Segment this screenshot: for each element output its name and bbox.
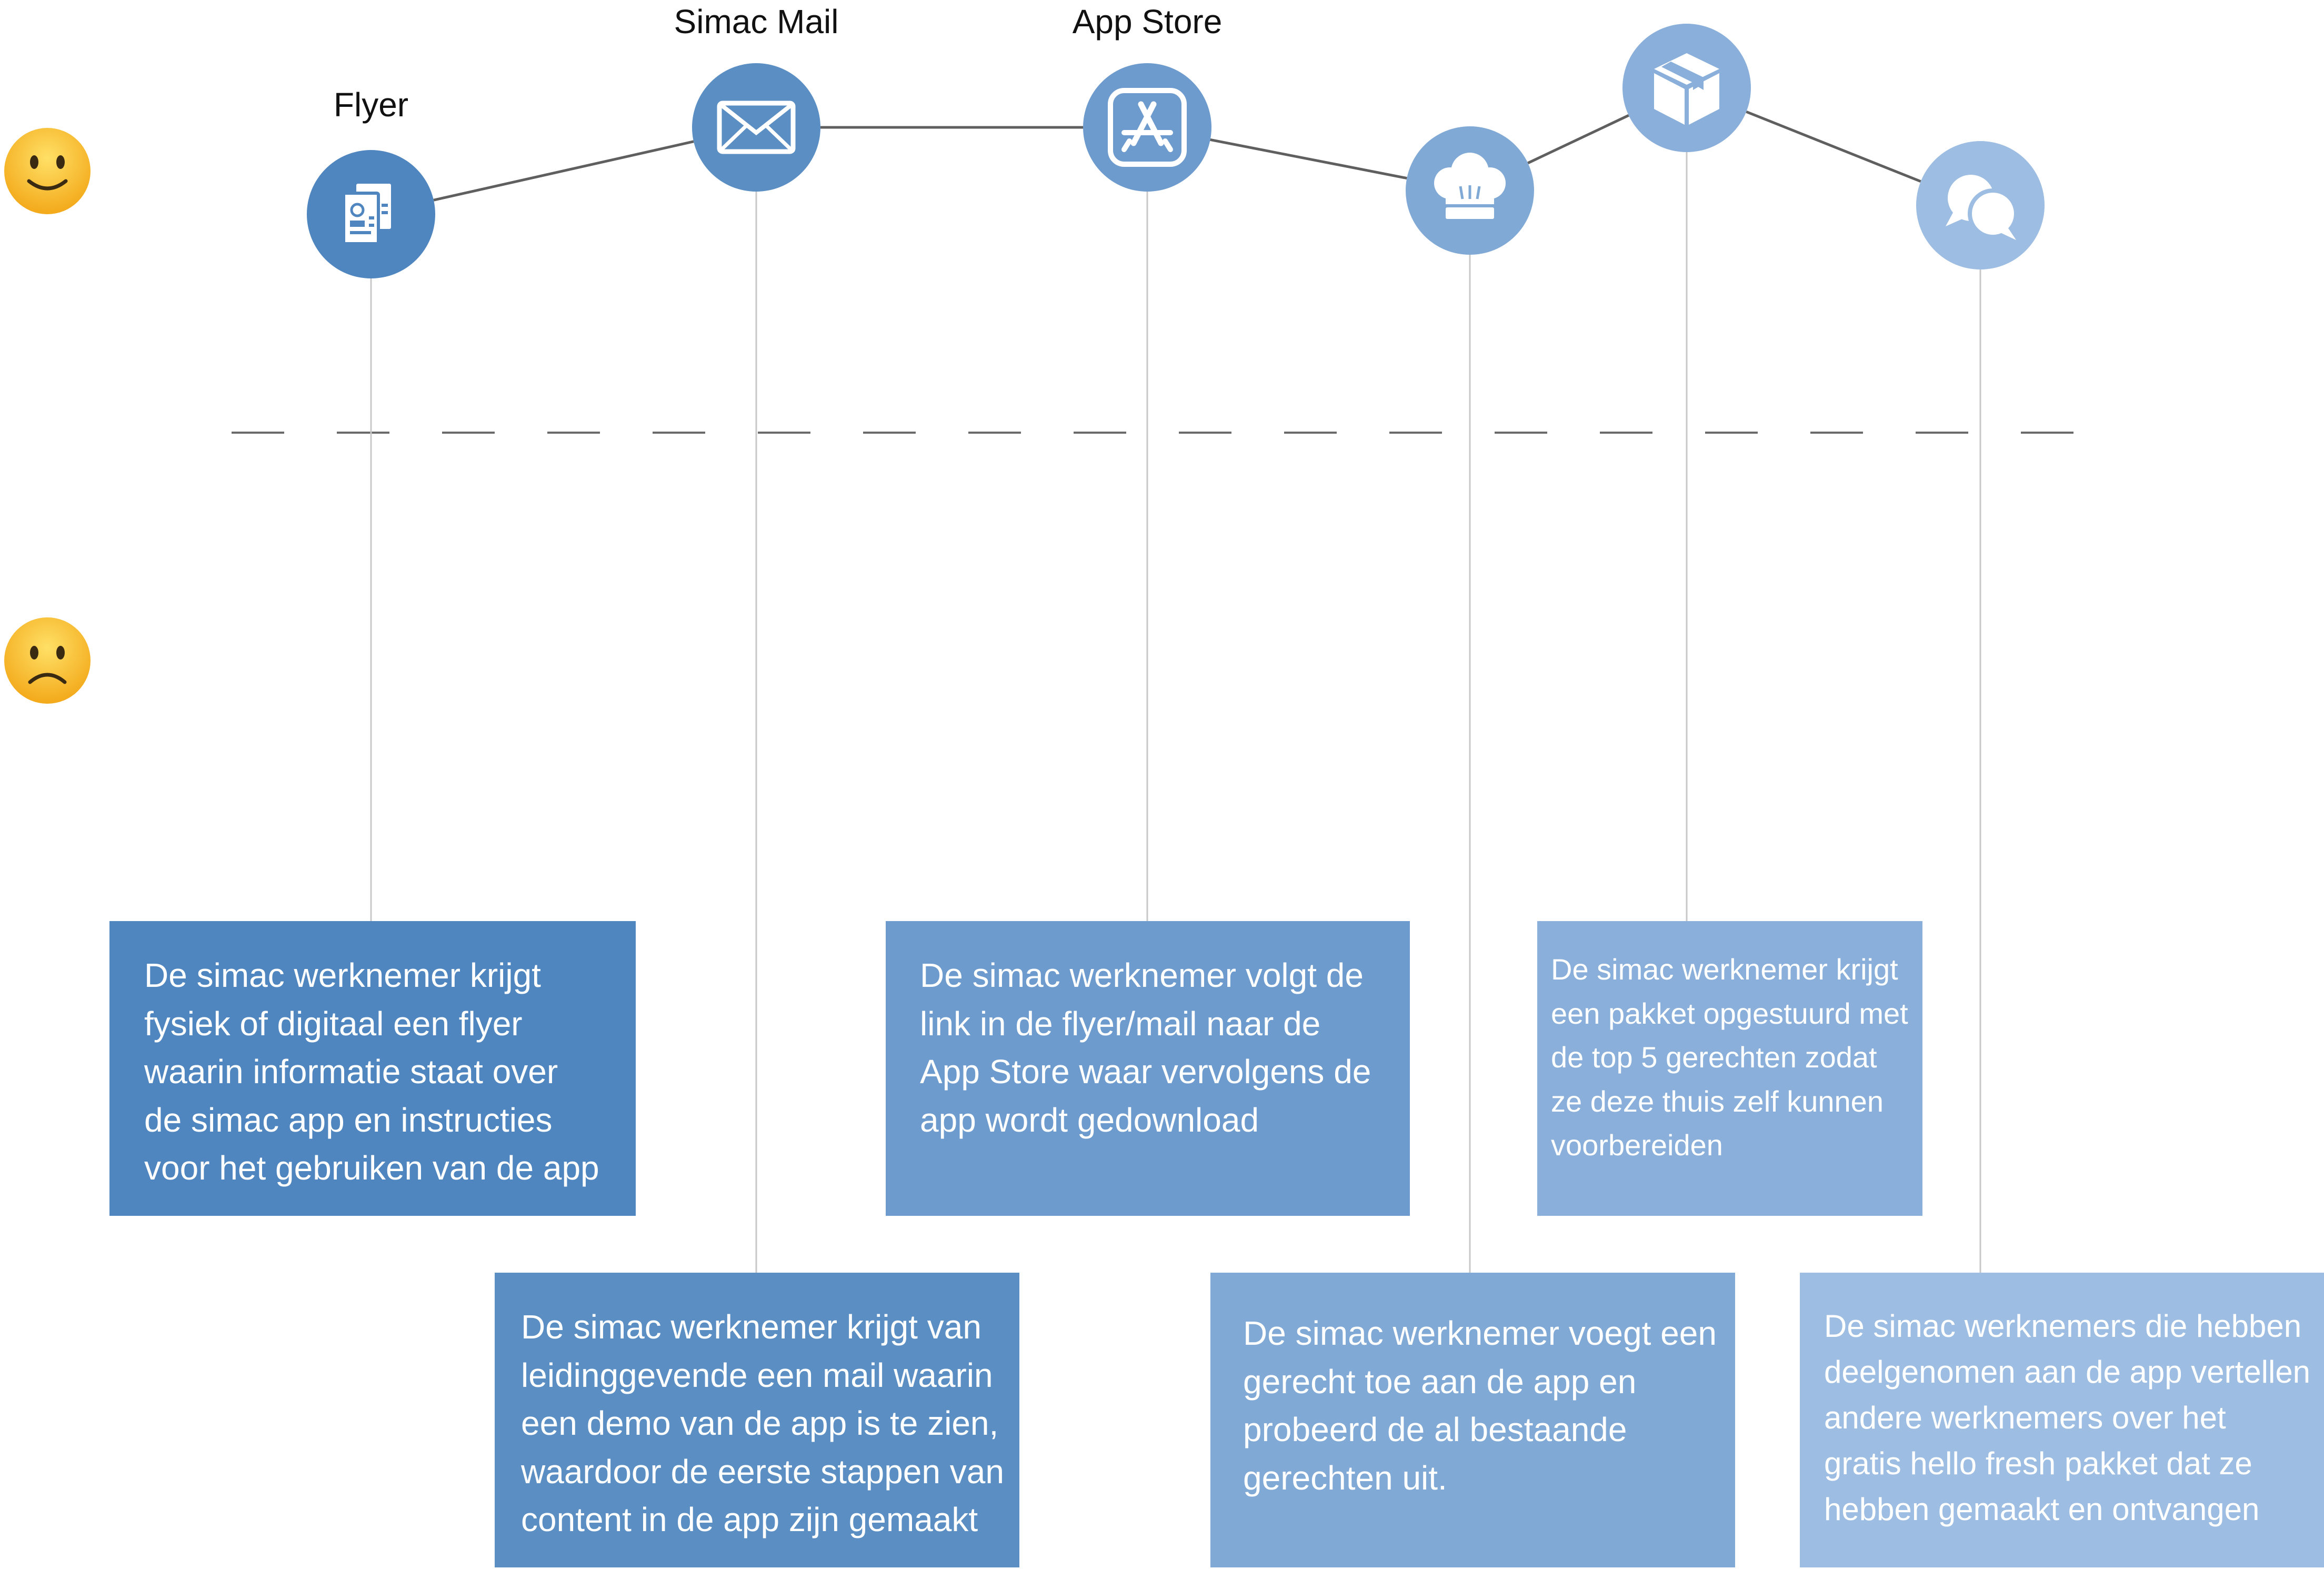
description-line: De simac werknemer krijgt — [144, 956, 541, 994]
flyer-label: Flyer — [333, 86, 409, 124]
description-line: De simac werknemer krijgt van — [521, 1308, 981, 1346]
package-box-icon — [1654, 53, 1719, 125]
description-line: De simac werknemer voegt een — [1243, 1314, 1717, 1352]
mail-description-box: De simac werknemer krijgt van leidinggeve… — [495, 1273, 1019, 1567]
description-line: app wordt gedownload — [920, 1101, 1259, 1139]
flyer-description-box: De simac werknemer krijgt fysiek of digit… — [109, 921, 636, 1216]
journey-path-segment — [1210, 138, 1407, 180]
description-line: De simac werknemer volgt de — [920, 956, 1364, 994]
recipe-node — [1406, 126, 1534, 255]
description-line: voorbereiden — [1551, 1128, 1723, 1162]
appstore-label: App Store — [1072, 3, 1223, 41]
recipe-description-box: De simac werknemer voegt een gerecht toe … — [1210, 1273, 1735, 1567]
chef-hat-icon — [1434, 153, 1506, 219]
description-line: ze deze thuis zelf kunnen — [1551, 1084, 1884, 1118]
description-line: gratis hello fresh pakket dat ze — [1824, 1446, 2252, 1481]
description-line: de simac app en instructies — [144, 1101, 553, 1139]
mail-icon — [717, 101, 796, 154]
share-node — [1916, 141, 2045, 269]
description-line: link in de flyer/mail naar de — [920, 1004, 1321, 1043]
description-line: voor het gebruiken van de app — [144, 1149, 599, 1187]
description-line: leidinggevende een mail waarin — [521, 1356, 993, 1394]
description-line: deelgenomen aan de app vertellen — [1824, 1354, 2311, 1390]
mail-node — [692, 63, 820, 192]
app-store-icon — [1108, 88, 1187, 167]
description-line: hebben gemaakt en ontvangen — [1824, 1492, 2260, 1527]
frowning-face-icon — [4, 617, 91, 704]
flyer-icon — [342, 184, 391, 245]
description-line: waarin informatie staat over — [144, 1053, 558, 1091]
description-line: De simac werknemer krijgt — [1551, 953, 1898, 986]
description-line: waardoor de eerste stappen van — [521, 1452, 1004, 1491]
description-line: content in de app zijn gemaakt — [521, 1501, 978, 1538]
share-description-box: De simac werknemers die hebben deelgenome… — [1800, 1273, 2324, 1567]
description-line: andere werknemers over het — [1824, 1400, 2226, 1435]
journey-path-segment — [1527, 114, 1629, 165]
description-line: gerechten uit. — [1243, 1458, 1447, 1497]
description-line: een demo van de app is te zien, — [521, 1404, 999, 1442]
description-line: een pakket opgestuurd met — [1551, 996, 1908, 1030]
package-node — [1622, 24, 1751, 152]
appstore-description-box: De simac werknemer volgt de link in de fl… — [886, 921, 1410, 1216]
description-line: De simac werknemers die hebben — [1824, 1308, 2302, 1344]
package-description-box: De simac werknemer krijgt een pakket opge… — [1537, 921, 1922, 1216]
description-line: de top 5 gerechten zodat — [1551, 1041, 1877, 1074]
journey-path-segment — [1746, 110, 1921, 183]
description-line: gerecht toe aan de app en — [1243, 1362, 1637, 1401]
description-line: fysiek of digitaal een flyer — [144, 1004, 523, 1043]
smiling-face-icon — [4, 128, 91, 214]
description-line: probeerd de al bestaande — [1243, 1411, 1627, 1448]
description-line: App Store waar vervolgens de — [920, 1053, 1371, 1091]
journey-path-segment — [433, 140, 694, 202]
chat-bubbles-icon — [1946, 175, 2018, 240]
mail-label: Simac Mail — [674, 3, 839, 41]
appstore-node — [1083, 63, 1211, 192]
flyer-node — [307, 150, 435, 278]
